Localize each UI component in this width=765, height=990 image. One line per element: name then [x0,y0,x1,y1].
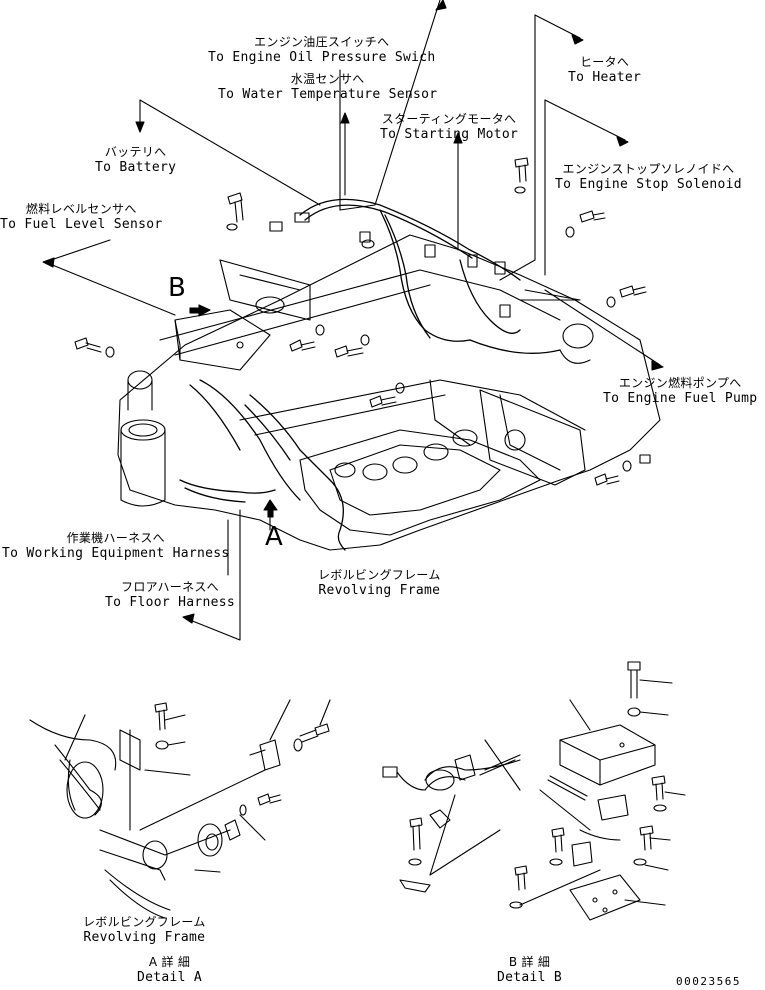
label-en: Revolving Frame [318,583,441,598]
label-ja: スターティングモータへ [381,112,517,126]
label-ja: エンジンストップソレノイドへ [562,162,735,176]
label-ja: エンジン燃料ポンプへ [618,376,742,390]
label-ja: バッテリへ [104,145,167,159]
label-en: To Floor Harness [105,595,236,610]
label-en: Revolving Frame [83,930,206,945]
label-ja: 水温センサへ [290,72,365,86]
detail-a-drawing [30,700,330,918]
label-en: Detail A [137,970,203,985]
label-water-temp-sensor: 水温センサへ To Water Temperature Sensor [218,72,437,102]
label-en: To Engine Stop Solenoid [555,177,742,192]
label-detail-a: A 詳 細 Detail A [137,955,202,985]
label-ja: A 詳 細 [148,955,191,969]
label-ja: B 詳 細 [508,955,551,969]
label-ja: 燃料レベルセンサへ [25,202,137,216]
label-ja: フロアハーネスへ [121,580,219,594]
label-floor-harness: フロアハーネスへ To Floor Harness [105,580,235,610]
label-en: To Water Temperature Sensor [218,87,438,102]
marker-b: B [168,273,186,303]
drawing-code: 00023565 [676,975,741,988]
label-ja: エンジン油圧スイッチへ [254,35,390,49]
label-en: Detail B [497,970,563,985]
label-engine-stop-solenoid: エンジンストップソレノイドへ To Engine Stop Solenoid [555,162,742,192]
label-starting-motor: スターティングモータへ To Starting Motor [380,112,518,142]
label-en: To Battery [95,160,177,175]
label-en: To Fuel Level Sensor [0,217,163,232]
label-ja: レボルビングフレーム [318,568,441,582]
harness-wires [180,199,560,550]
label-detail-a-revolving-frame: レボルビングフレーム Revolving Frame [83,915,206,945]
label-en: To Engine Oil Pressure Swich [208,50,436,65]
label-heater: ヒータへ To Heater [568,55,641,85]
label-battery: バッテリへ To Battery [95,145,176,175]
marker-a: A [265,522,283,552]
label-working-equipment-harness: 作業機ハーネスへ To Working Equipment Harness [2,531,230,561]
detail-b-drawing [383,662,685,920]
revolving-frame-body [118,235,660,550]
label-oil-pressure-switch: エンジン油圧スイッチへ To Engine Oil Pressure Swich [208,35,436,65]
label-en: To Starting Motor [380,127,519,142]
label-fuel-level-sensor: 燃料レベルセンサへ To Fuel Level Sensor [0,202,163,232]
label-ja: ヒータへ [579,55,630,69]
label-en: To Heater [568,70,642,85]
label-engine-fuel-pump: エンジン燃料ポンプへ To Engine Fuel Pump [603,376,757,406]
label-detail-b: B 詳 細 Detail B [497,955,562,985]
leader-lines [45,0,660,640]
label-en: To Working Equipment Harness [2,546,230,561]
label-en: To Engine Fuel Pump [603,391,758,406]
bolts-main [75,158,650,485]
label-revolving-frame: レボルビングフレーム Revolving Frame [318,568,441,598]
label-ja: レボルビングフレーム [83,915,206,929]
label-ja: 作業機ハーネスへ [66,531,165,545]
